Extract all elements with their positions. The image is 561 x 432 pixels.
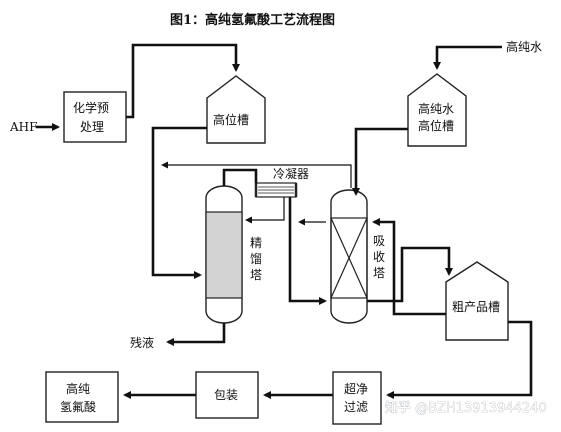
rectifier-to-condenser-pipe — [222, 168, 258, 186]
pure-water-tank-label-1: 高纯水 — [418, 101, 454, 116]
ultrafiltration-label-2: 过滤 — [344, 400, 368, 414]
pretreatment-label-2: 处理 — [80, 120, 104, 134]
ultrafiltration-box — [332, 371, 382, 425]
water-to-absorber-pipe — [352, 127, 408, 196]
rectifier-label-2: 馏 — [250, 252, 262, 266]
ahf-label: AHF — [9, 120, 37, 134]
packing-label: 包装 — [214, 388, 238, 402]
pure-water-inlet-label: 高纯水 — [506, 39, 542, 54]
crude-product-tank — [445, 261, 509, 341]
pretreatment-label-1: 化学预 — [73, 100, 109, 115]
crude-to-filter-pipe — [386, 320, 533, 399]
high-level-tank — [206, 75, 266, 144]
absorber-label-2: 收 — [373, 250, 385, 264]
residue-pipe — [166, 323, 226, 346]
absorption-column — [330, 189, 368, 324]
absorber-label-1: 吸 — [373, 234, 385, 248]
condenser-return-line — [245, 197, 285, 224]
absorber-to-crude-pipe — [367, 246, 453, 303]
rectification-column — [205, 185, 243, 324]
product-label-2: 氢氟酸 — [60, 399, 96, 414]
absorber-label-3: 塔 — [373, 266, 385, 280]
watermark: 知乎 @BZH13913944240 — [385, 400, 547, 416]
rectifier-label-3: 塔 — [250, 268, 262, 282]
pure-water-tank-label-2: 高位槽 — [418, 118, 454, 133]
high-level-tank-label: 高位槽 — [213, 112, 249, 127]
tank-to-rectifier-pipe — [151, 126, 207, 279]
crude-product-tank-label: 粗产品槽 — [452, 300, 500, 314]
reflux-line — [161, 161, 352, 188]
condenser — [254, 182, 298, 198]
packing-box — [195, 371, 259, 419]
crude-return-pipe — [372, 218, 446, 316]
pure-water-inlet-pipe — [433, 45, 502, 70]
condenser-to-absorber-pipe — [288, 197, 327, 305]
pure-water-tank — [407, 73, 467, 147]
condenser-label: 冷凝器 — [273, 166, 309, 181]
ultrafiltration-label-1: 超净 — [344, 381, 368, 396]
pretreatment-box — [63, 91, 127, 143]
pretreat-to-tank-pipe — [126, 43, 240, 119]
diagram-title: 图1：高纯氢氟酸工艺流程图 — [170, 12, 335, 28]
rectifier-label-1: 精 — [250, 236, 262, 250]
residue-label: 残液 — [130, 335, 154, 350]
product-box — [45, 371, 119, 423]
product-label-1: 高纯 — [66, 381, 90, 396]
